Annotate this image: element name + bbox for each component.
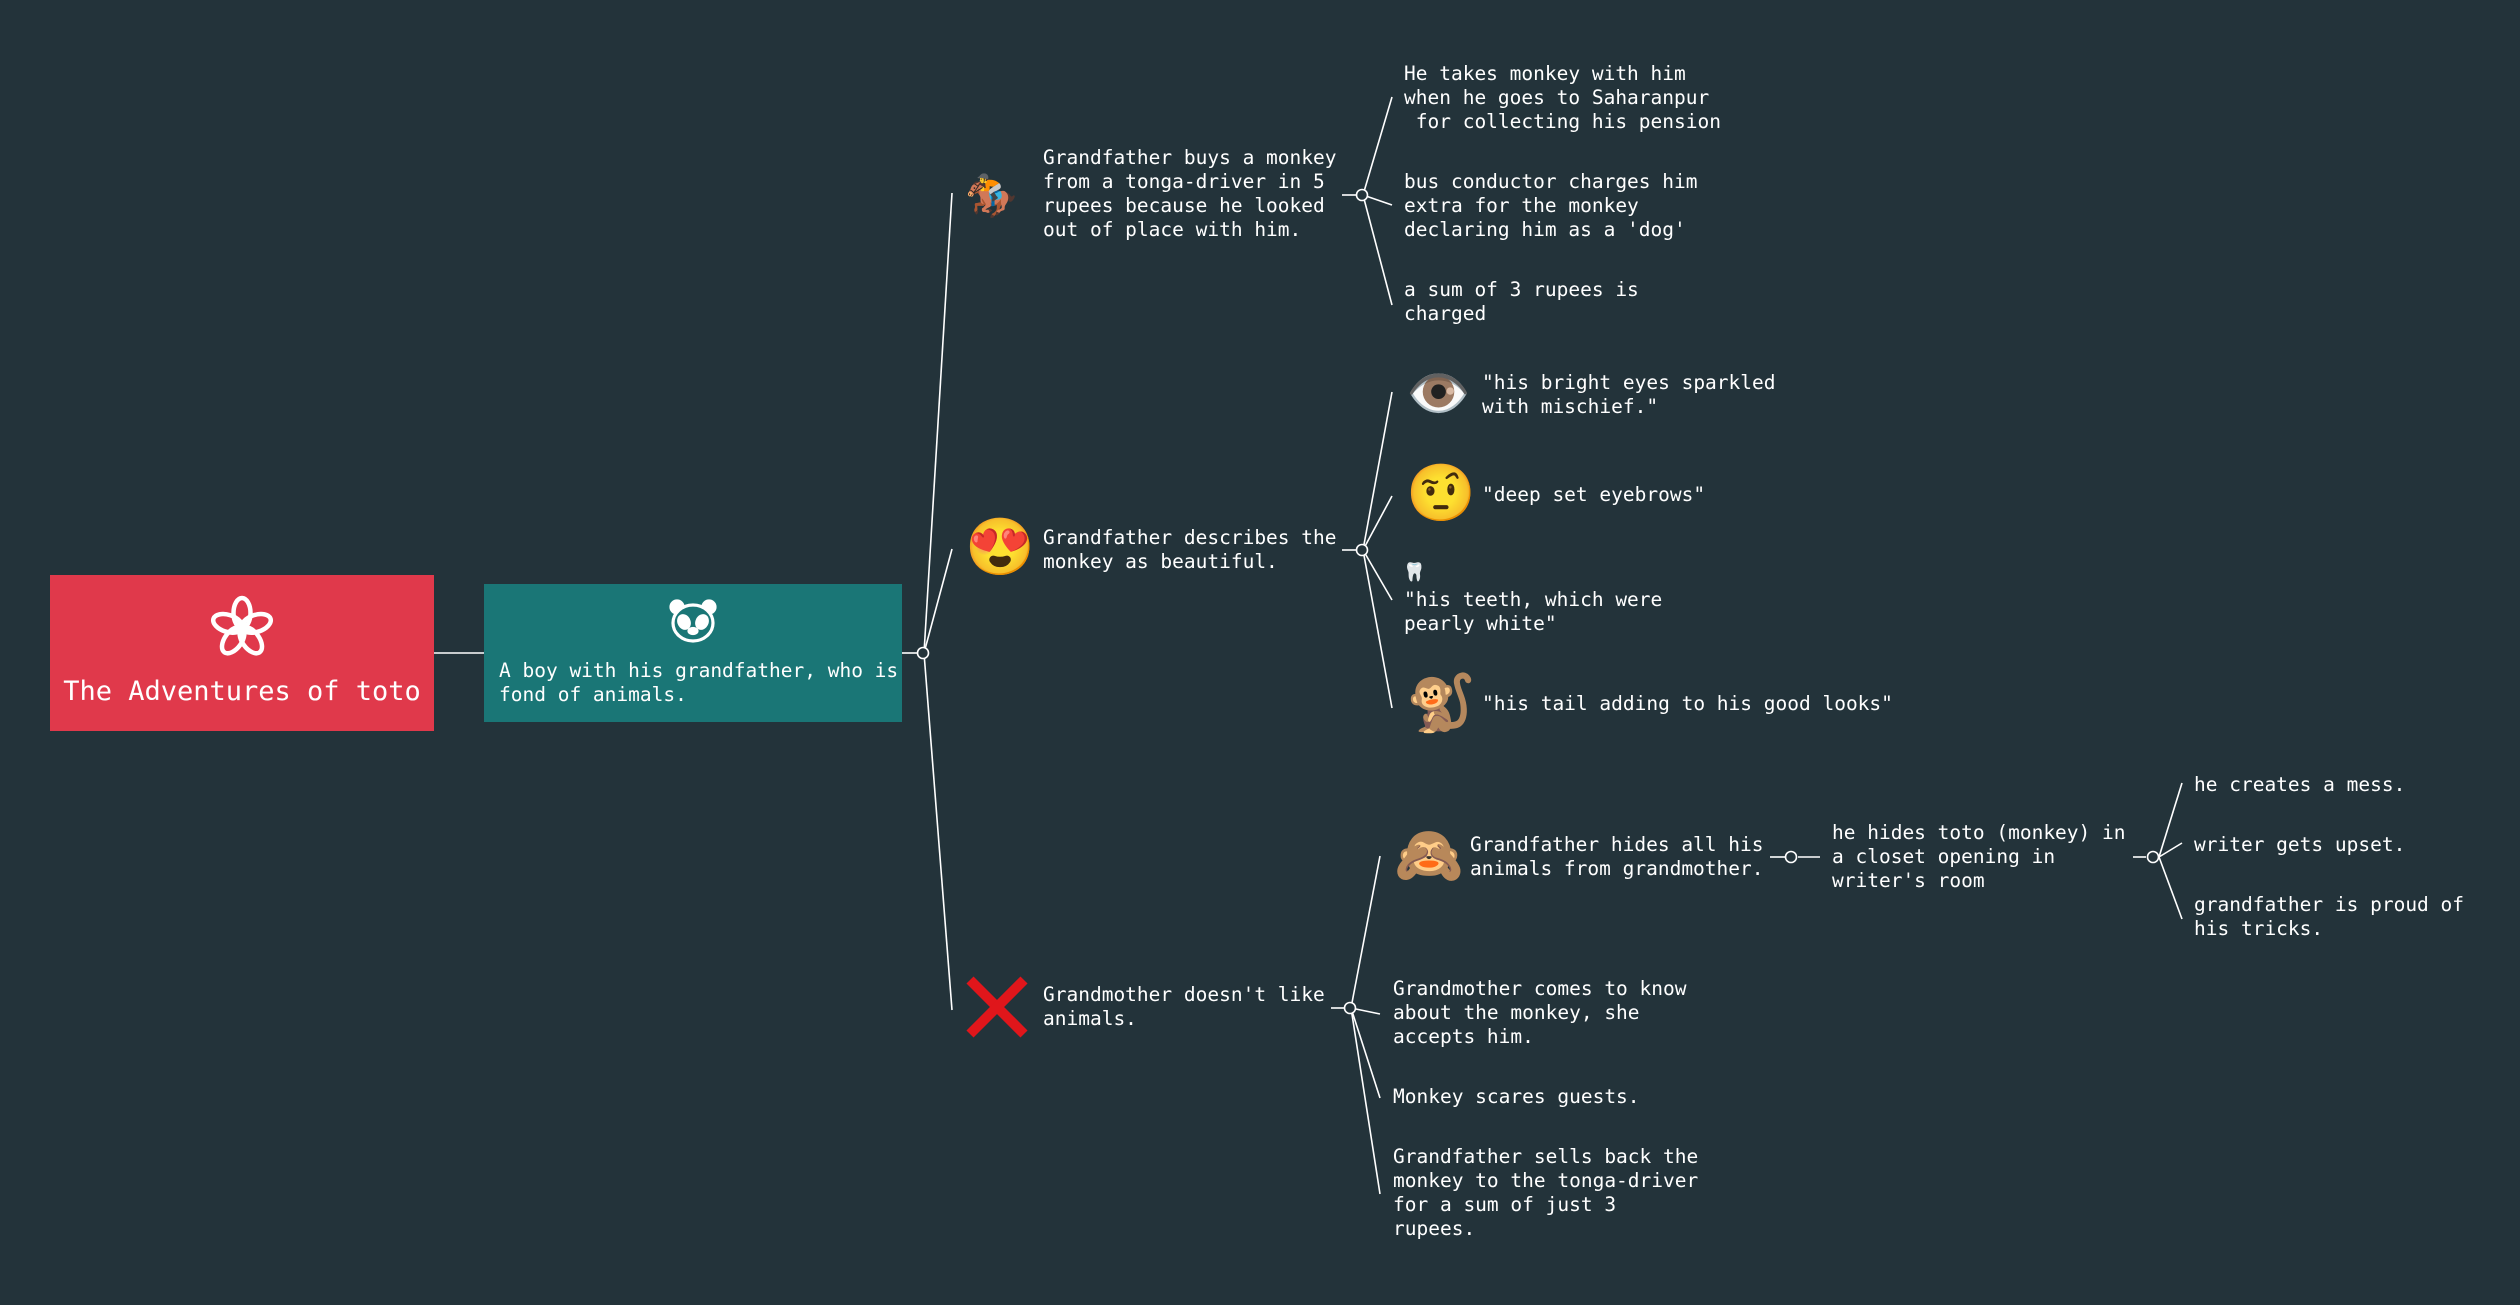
hub-hides: [1784, 850, 1798, 864]
branch-2-text[interactable]: Grandfather describes the monkey as beau…: [1043, 526, 1337, 573]
connector-branch-3: [923, 652, 953, 1011]
connector-closet-c2: [2158, 842, 2183, 858]
main-topic-node[interactable]: A boy with his grandfather, who is fond …: [484, 584, 902, 722]
connector-closet-c1: [2158, 782, 2183, 858]
connector-b2-c3: [1362, 549, 1393, 601]
branch-3-text[interactable]: Grandmother doesn't like animals.: [1043, 983, 1325, 1030]
closet-child-3[interactable]: grandfather is proud of his tricks.: [2194, 893, 2465, 940]
main-topic-text: A boy with his grandfather, who is fond …: [499, 659, 899, 706]
branch-3-child-4[interactable]: Grandfather sells back the monkey to the…: [1393, 1145, 1699, 1240]
branch-2-child-2[interactable]: "deep set eyebrows": [1482, 483, 1706, 506]
hub-branch-2: [1355, 543, 1369, 557]
monkey-icon: 🐒: [1406, 671, 1476, 736]
connector-b2-c2: [1362, 495, 1393, 551]
closet-child-1[interactable]: he creates a mess.: [2194, 773, 2406, 796]
connector-closet-c3: [2158, 856, 2183, 920]
connector-b2-c4: [1362, 549, 1393, 709]
hub-branch-1: [1355, 188, 1369, 202]
connector-b2-c1: [1362, 391, 1393, 551]
connector-b3-c1: [1350, 855, 1381, 1009]
root-node[interactable]: The Adventures of toto: [50, 575, 434, 731]
branch-3-child-2[interactable]: Grandmother comes to know about the monk…: [1393, 977, 1687, 1048]
root-title: The Adventures of toto: [63, 676, 421, 707]
flower-icon: [210, 595, 274, 656]
connector-b3-c3: [1350, 1007, 1381, 1099]
branch-3-child-1[interactable]: Grandfather hides all his animals from g…: [1470, 833, 1764, 880]
hub-main: [916, 646, 930, 660]
see-no-evil-monkey-icon: 🙈: [1394, 823, 1464, 888]
heart-eyes-icon: 😍: [965, 515, 1035, 580]
connector-branch-1: [923, 192, 953, 654]
panda-icon: [669, 599, 717, 643]
branch-3-child-3[interactable]: Monkey scares guests.: [1393, 1085, 1640, 1108]
branch-1-child-2[interactable]: bus conductor charges him extra for the …: [1404, 170, 1698, 241]
branch-1-text[interactable]: Grandfather buys a monkey from a tonga-d…: [1043, 146, 1337, 241]
horse-racing-icon: 🏇: [965, 171, 1018, 220]
hub-closet: [2146, 850, 2160, 864]
branch-2-child-1[interactable]: "his bright eyes sparkled with mischief.…: [1482, 371, 1776, 418]
connector-b3-c4: [1350, 1007, 1381, 1195]
closet-child-2[interactable]: writer gets upset.: [2194, 833, 2406, 856]
hub-branch-3: [1343, 1001, 1357, 1015]
connector-branch-2: [923, 548, 953, 654]
connector-b1-c1: [1362, 96, 1393, 196]
tooth-icon: 🦷: [1403, 562, 1426, 583]
branch-1-child-1[interactable]: He takes monkey with him when he goes to…: [1404, 62, 1721, 133]
branch-2-child-3[interactable]: "his teeth, which were pearly white": [1404, 588, 1663, 635]
branch-1-child-3[interactable]: a sum of 3 rupees is charged: [1404, 278, 1639, 325]
eye-icon: 👁️: [1406, 364, 1471, 424]
raised-eyebrow-icon: 🤨: [1406, 461, 1476, 526]
connector-b1-c3: [1362, 194, 1393, 306]
closet-node[interactable]: he hides toto (monkey) in a closet openi…: [1832, 821, 2126, 892]
cross-mark-icon: [966, 976, 1028, 1038]
branch-2-child-4[interactable]: "his tail adding to his good looks": [1482, 692, 1893, 715]
